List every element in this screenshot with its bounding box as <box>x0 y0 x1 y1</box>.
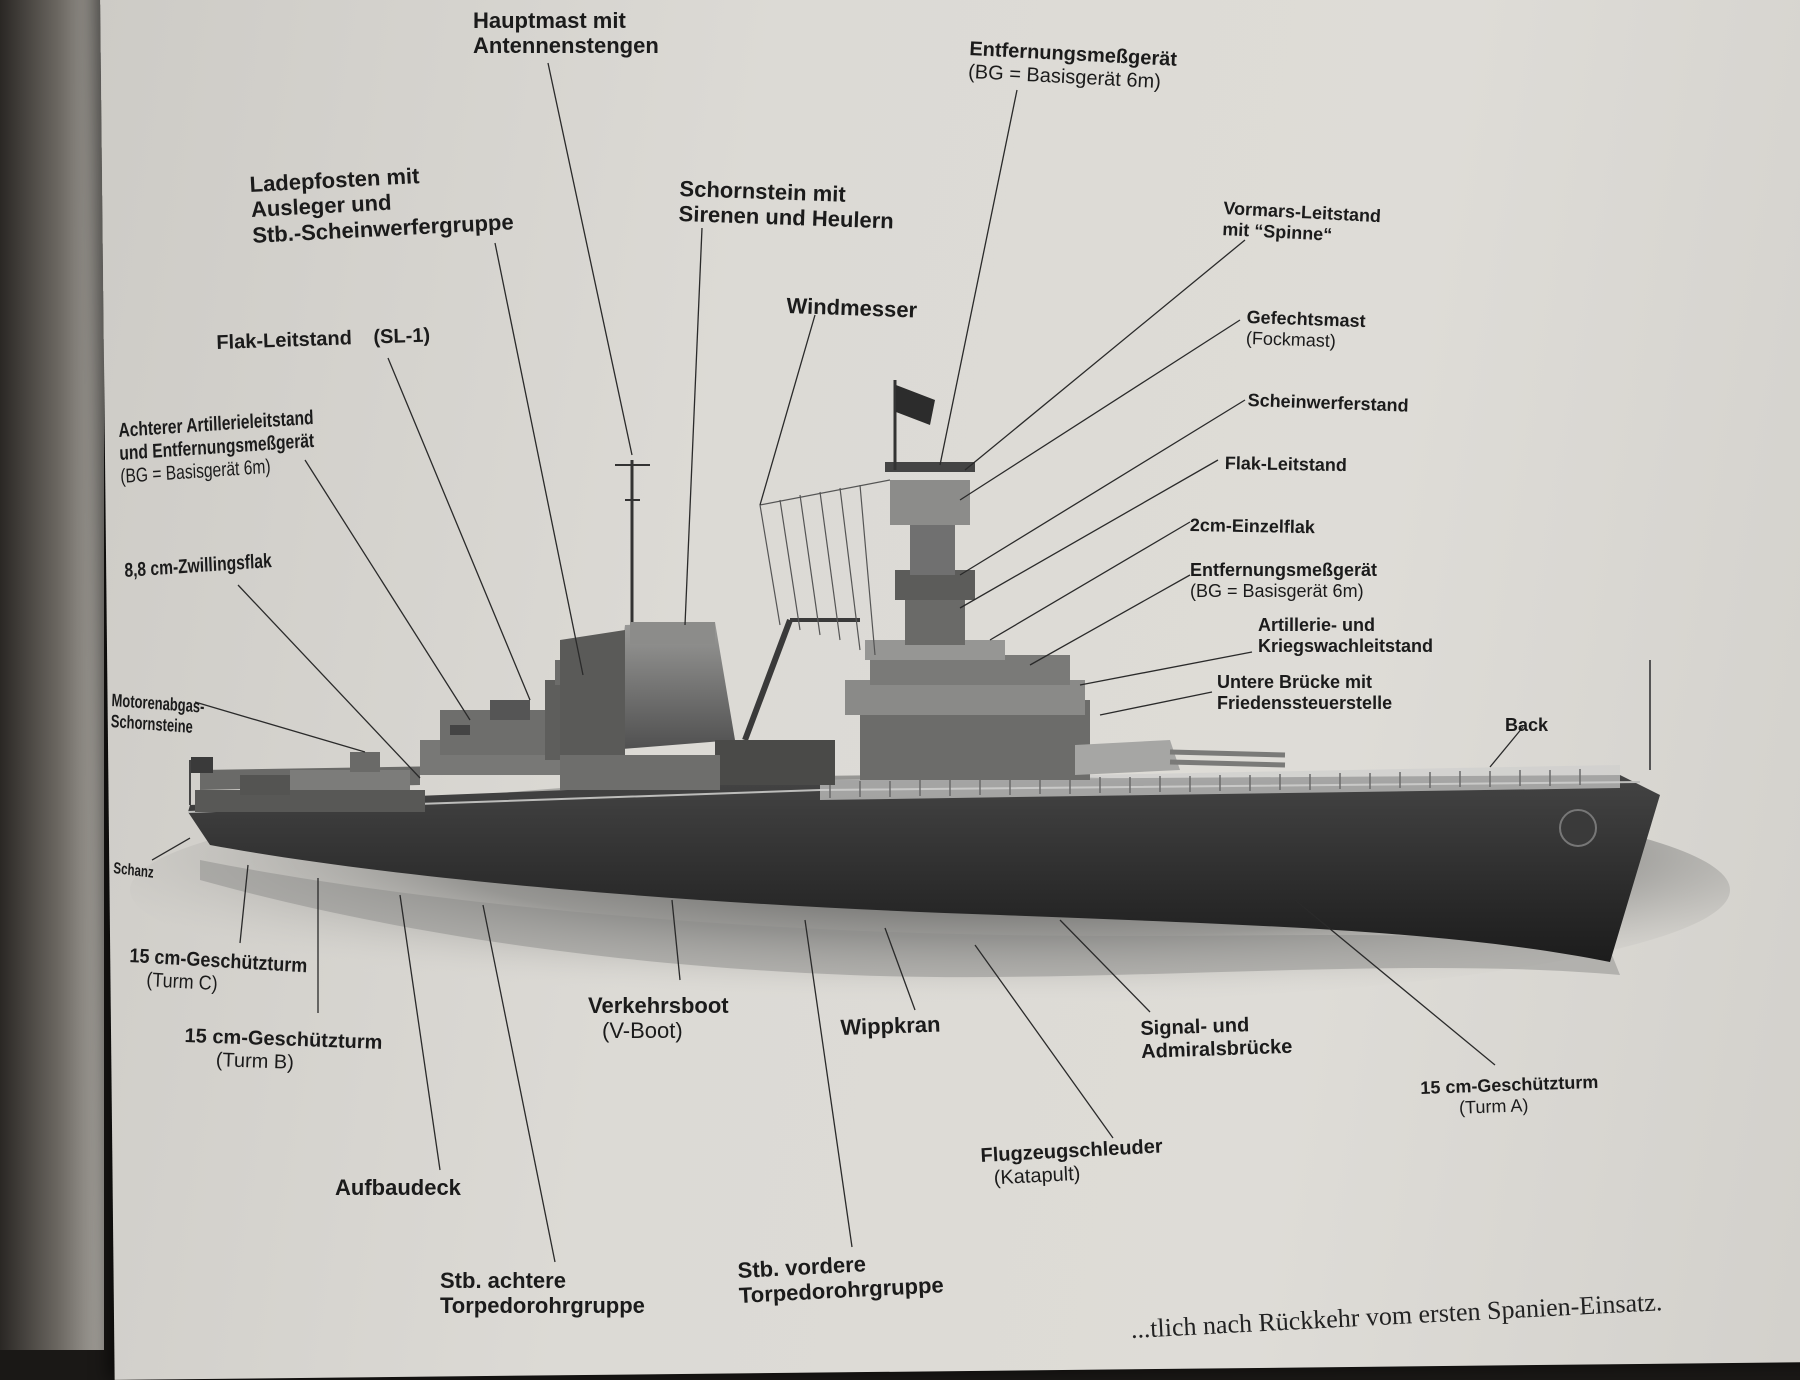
label-flak-leitstand-line1: Flak-Leitstand <box>1224 453 1348 476</box>
label-aufbaudeck: Aufbaudeck <box>335 1175 461 1200</box>
label-aufbaudeck-line1: Aufbaudeck <box>335 1175 461 1200</box>
label-windmesser: Windmesser <box>786 293 917 323</box>
label-verkehrsboot-line2: (V-Boot) <box>602 1018 683 1044</box>
label-untere-bruecke-line1: Untere Brücke mit <box>1217 672 1373 692</box>
label-entfernungsmessgeraet-fwd: Entfernungsmeßgerät (BG = Basisgerät 6m) <box>1190 560 1377 601</box>
label-einzelflak-line1: 2cm-Einzelflak <box>1189 515 1316 538</box>
label-2cm-einzelflak: 2cm-Einzelflak <box>1190 515 1315 538</box>
label-flak-leitstand: Flak-Leitstand <box>1225 453 1347 476</box>
label-torpedo-vordere: Stb. vordere Torpedorohrgruppe <box>737 1247 944 1308</box>
label-signal-admiralsbruecke: Signal- und Admiralsbrücke <box>1140 1013 1293 1064</box>
label-torpedo-achtere-line1: Stb. achtere <box>440 1268 566 1293</box>
label-gefechtsmast: Gefechtsmast (Fockmast) <box>1246 307 1366 353</box>
label-artillerie-line2: Kriegswachleitstand <box>1258 635 1434 656</box>
ship-superstructure <box>189 380 1286 812</box>
label-vormars-leitstand: Vormars-Leitstand mit “Spinne“ <box>1222 198 1382 248</box>
ship-hull <box>187 660 1660 962</box>
label-flugzeugschleuder: Flugzeugschleuder (Katapult) <box>980 1135 1164 1190</box>
label-verkehrsboot: Verkehrsboot (V-Boot) <box>588 993 729 1044</box>
label-entfernung-fwd-line1: Entfernungsmeßgerät <box>1190 560 1378 580</box>
label-verkehrsboot-line1: Verkehrsboot <box>588 993 729 1018</box>
label-achterer-artillerieleitstand: Achterer Artillerieleitstand und Entfern… <box>118 407 316 489</box>
label-gefechtsmast-line2: (Fockmast) <box>1245 327 1337 351</box>
label-flak-sl1-line1: Flak-Leitstand <box>216 327 353 354</box>
label-artillerie-line1: Artillerie- und <box>1258 615 1376 635</box>
label-turm-a: 15 cm-Geschützturm (Turm A) <box>1420 1072 1599 1120</box>
label-ladepfosten: Ladepfosten mit Ausleger und Stb.-Schein… <box>249 158 514 247</box>
label-hauptmast: Hauptmast mit Antennenstengen <box>473 8 659 59</box>
label-schornstein: Schornstein mit Sirenen und Heulern <box>678 176 895 234</box>
label-hauptmast-line1: Hauptmast mit <box>473 8 626 33</box>
label-windmesser-line1: Windmesser <box>786 293 918 323</box>
label-untere-bruecke-line2: Friedenssteuerstelle <box>1217 692 1393 713</box>
label-back: Back <box>1505 715 1548 736</box>
label-torpedo-achtere-line2: Torpedorohrgruppe <box>440 1293 645 1319</box>
ship-diagram <box>130 62 1730 1263</box>
leader-lines <box>151 62 1524 1263</box>
label-entfernung-fwd-line2: (BG = Basisgerät 6m) <box>1190 580 1364 601</box>
label-flak-sl1-line2: (SL-1) <box>373 324 431 349</box>
left-page-gutter <box>0 0 104 1350</box>
label-back-line1: Back <box>1505 715 1549 735</box>
label-hauptmast-line2: Antennenstengen <box>473 33 659 59</box>
label-wippkran-line1: Wippkran <box>840 1011 941 1040</box>
label-torpedo-achtere: Stb. achtere Torpedorohrgruppe <box>440 1268 645 1319</box>
label-turm-b: 15 cm-Geschützturm (Turm B) <box>183 1025 382 1078</box>
label-untere-bruecke: Untere Brücke mit Friedenssteuerstelle <box>1217 672 1392 713</box>
label-artillerie-kriegswachleitstand: Artillerie- und Kriegswachleitstand <box>1258 615 1433 656</box>
label-wippkran: Wippkran <box>840 1012 941 1041</box>
label-motorenabgas-schornsteine: Motorenabgas- Schornsteine <box>110 690 204 738</box>
